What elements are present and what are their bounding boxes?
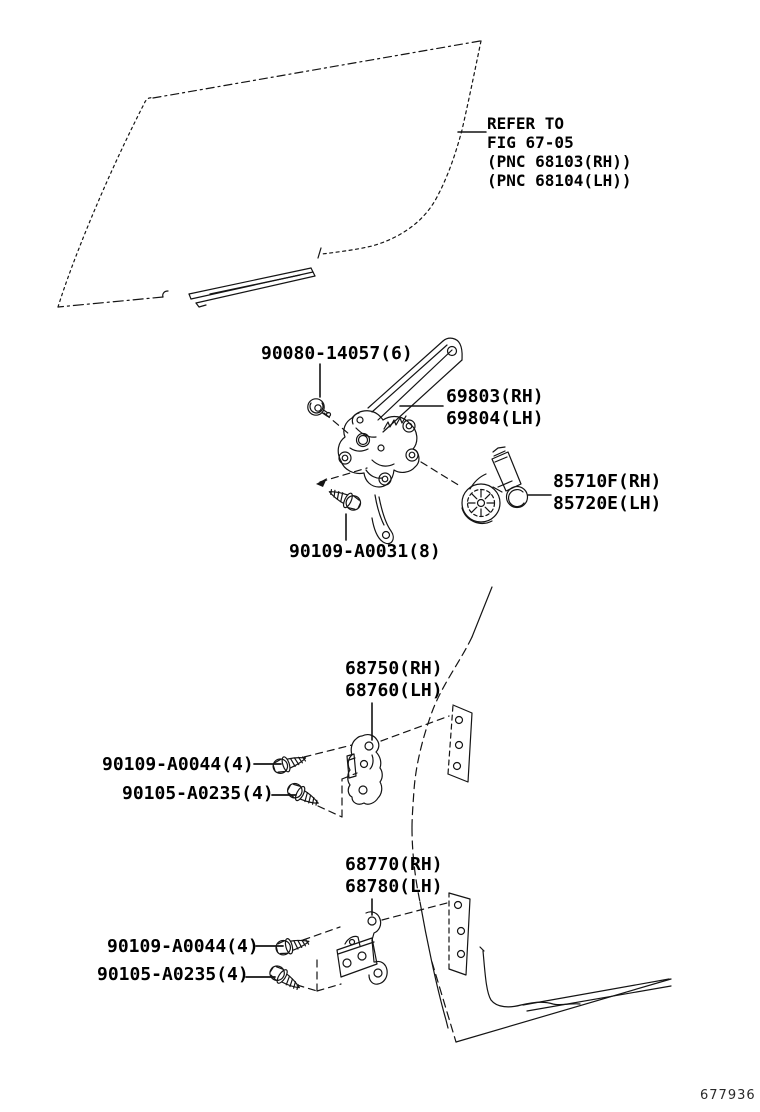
part-label-line: 68760(LH) xyxy=(345,680,443,701)
motor-body xyxy=(491,451,522,492)
door-check-drawing xyxy=(253,702,473,818)
regulator-motor-drawing xyxy=(461,446,552,524)
nut-washer-icon xyxy=(307,398,332,418)
refer-note-line: FIG 67-05 xyxy=(487,133,574,152)
part-label-90080-14057: 90080-14057(6) xyxy=(261,343,413,364)
refer-note-line: (PNC 68104(LH)) xyxy=(487,171,632,190)
part-label-line: 85710F(RH) xyxy=(553,471,662,492)
hex-bolt-icon xyxy=(325,484,364,514)
part-label-line: 85720E(LH) xyxy=(553,493,662,514)
part-label-line: 68750(RH) xyxy=(345,658,443,679)
refer-note-line: REFER TO xyxy=(487,114,565,133)
pillar-plate-upper xyxy=(447,704,473,783)
door-glass-outline xyxy=(57,40,487,308)
part-label-90109-a0044-upper: 90109-A0044(4) xyxy=(102,754,254,775)
figure-code: 677936 xyxy=(700,1088,756,1103)
part-label-69803: 69803(RH) 69804(LH) xyxy=(446,386,544,430)
part-label-90109-a0044-lower: 90109-A0044(4) xyxy=(107,936,259,957)
regulator-bracket xyxy=(337,410,420,545)
door-hinge-drawing xyxy=(245,892,471,995)
part-label-68750: 68750(RH) 68760(LH) xyxy=(345,658,443,702)
refer-note: REFER TO FIG 67-05 (PNC 68103(RH)) (PNC … xyxy=(487,114,632,190)
arrowhead xyxy=(316,478,327,487)
glass-run-channel xyxy=(188,267,316,308)
part-label-90109-a0031: 90109-A0031(8) xyxy=(289,541,441,562)
window-regulator-drawing xyxy=(307,337,463,545)
hex-bolt-icon xyxy=(266,962,305,995)
part-label-line: 68770(RH) xyxy=(345,854,443,875)
part-label-85710f: 85710F(RH) 85720E(LH) xyxy=(553,471,661,515)
door-body-construction xyxy=(411,586,672,1043)
part-label-90105-a0235-lower: 90105-A0235(4) xyxy=(97,964,249,985)
part-label-line: 69804(LH) xyxy=(446,408,544,429)
refer-note-line: (PNC 68103(RH)) xyxy=(487,152,632,171)
part-label-line: 69803(RH) xyxy=(446,386,544,407)
pillar-plate-lower xyxy=(448,892,471,976)
part-label-90105-a0235-upper: 90105-A0235(4) xyxy=(122,783,274,804)
part-label-68770: 68770(RH) 68780(LH) xyxy=(345,854,443,898)
part-label-line: 68780(LH) xyxy=(345,876,443,897)
regulator-rail xyxy=(367,337,463,433)
